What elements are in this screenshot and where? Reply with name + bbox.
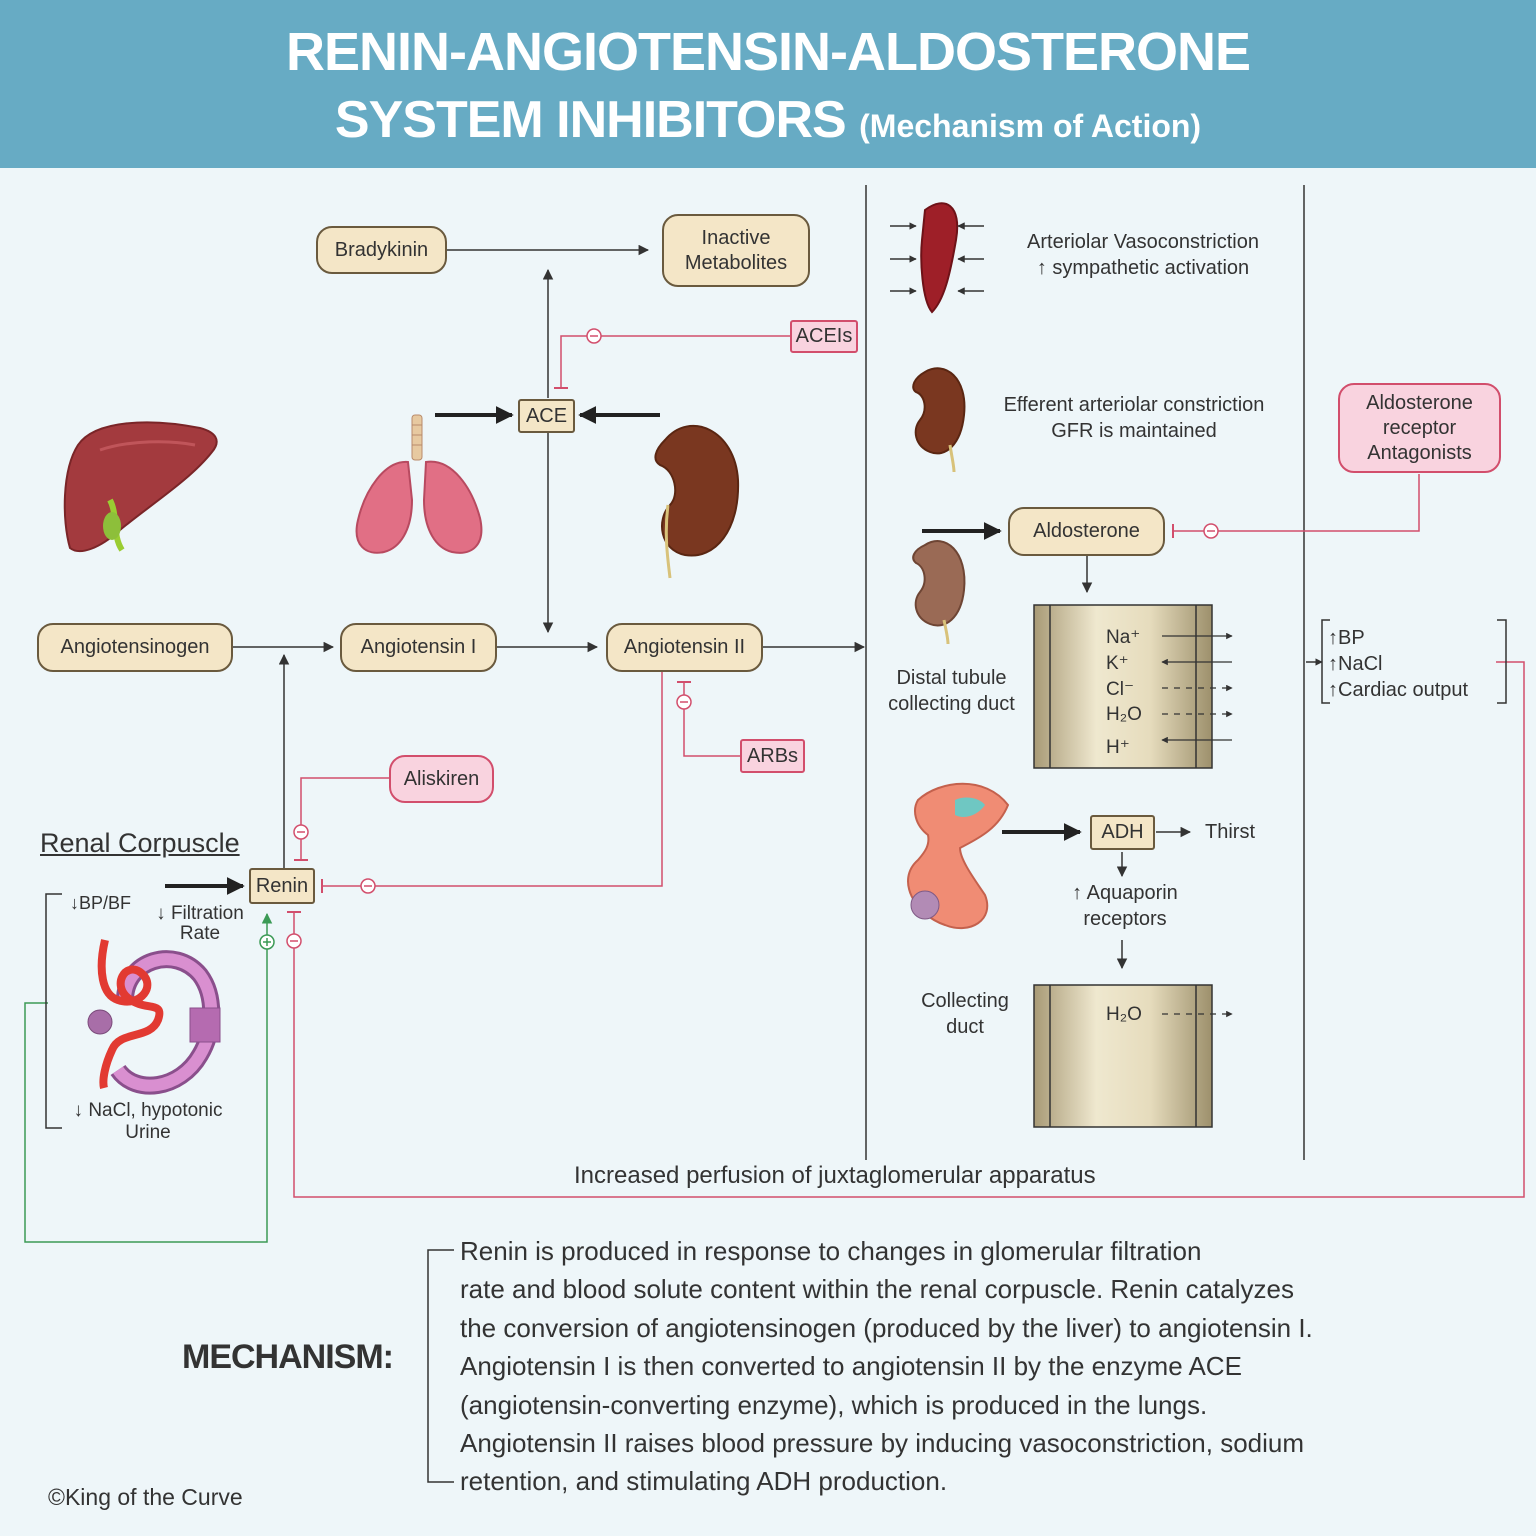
lungs-illustration <box>355 414 483 554</box>
aceis-label: ACEIs <box>795 325 853 347</box>
outcome-bp: ↑BP <box>1328 627 1365 649</box>
ion-water: H₂O <box>1106 704 1142 725</box>
ion-chloride: Cl⁻ <box>1106 679 1134 700</box>
vasoconstriction-line-1: Arteriolar Vasoconstriction <box>1027 231 1259 253</box>
kidney-illustration-aldosterone <box>912 540 966 645</box>
thirst-label: Thirst <box>1205 821 1255 843</box>
renin-box: Renin <box>249 868 315 904</box>
ace-label: ACE <box>525 404 568 427</box>
antagonist-line-2: receptor <box>1382 416 1457 439</box>
outcome-nacl: ↑NaCl <box>1328 653 1383 675</box>
title-main: SYSTEM INHIBITORS <box>334 91 847 149</box>
kidney-illustration-ace <box>654 424 740 579</box>
mechanism-line-3: the conversion of angiotensinogen (produ… <box>460 1312 1313 1343</box>
efferent-line-1: Efferent arteriolar constriction <box>1003 394 1265 416</box>
distal-tubule-label: Distal tubule collecting duct <box>874 665 1029 717</box>
aceis-box: ACEIs <box>790 320 858 353</box>
adh-label: ADH <box>1101 821 1144 843</box>
ion-hydrogen: H⁺ <box>1106 737 1130 758</box>
arbs-label: ARBs <box>746 744 799 767</box>
angiotensinogen-label: Angiotensinogen <box>60 636 210 658</box>
mechanism-text: Renin is produced in response to changes… <box>460 1232 1460 1501</box>
ion-sodium: Na⁺ <box>1106 627 1141 648</box>
liver-illustration <box>63 421 218 553</box>
mechanism-line-1: Renin is produced in response to changes… <box>460 1236 1202 1266</box>
angiotensin-1-label: Angiotensin I <box>360 636 477 658</box>
angiotensin-1-box: Angiotensin I <box>340 623 497 672</box>
metabolites-label: Metabolites <box>684 251 788 274</box>
outcome-list: ↑BP ↑NaCl ↑Cardiac output <box>1328 625 1468 703</box>
collecting-duct-label: Collecting duct <box>900 988 1030 1040</box>
angiotensinogen-box: Angiotensinogen <box>37 623 233 672</box>
mechanism-line-7: retention, and stimulating ADH productio… <box>460 1466 948 1497</box>
mechanism-line-6: Angiotensin II raises blood pressure by … <box>460 1428 1305 1459</box>
kidney-illustration-efferent <box>912 367 966 473</box>
header-banner: RENIN-ANGIOTENSIN-ALDOSTERONE SYSTEM INH… <box>0 0 1536 168</box>
aldosterone-box: Aldosterone <box>1008 507 1165 556</box>
renin-label: Renin <box>255 874 309 897</box>
ace-box: ACE <box>518 399 575 433</box>
bradykinin-label: Bradykinin <box>334 238 429 261</box>
collecting-line-2: duct <box>946 1016 984 1038</box>
mechanism-title: MECHANISM: <box>182 1338 394 1376</box>
bradykinin-box: Bradykinin <box>316 226 447 274</box>
aliskiren-label: Aliskiren <box>403 767 480 790</box>
filtration-label: ↓ Filtration <box>156 903 244 924</box>
aldosterone-antagonists-box: Aldosterone receptor Antagonists <box>1338 383 1501 473</box>
ion-potassium: K⁺ <box>1106 653 1129 674</box>
vasoconstriction-line-2: ↑ sympathetic activation <box>1036 257 1250 279</box>
aliskiren-box: Aliskiren <box>389 755 494 803</box>
antagonist-line-3: Antagonists <box>1367 441 1472 464</box>
angiotensin-2-label: Angiotensin II <box>623 636 746 658</box>
aquaporin-line-1: ↑ Aquaporin <box>1072 882 1178 904</box>
vasoconstriction-label: Arteriolar Vasoconstriction ↑ sympatheti… <box>1008 229 1278 281</box>
renal-corpuscle-illustration <box>87 939 221 1095</box>
mechanism-line-2: rate and blood solute content within the… <box>460 1274 1294 1305</box>
rate-label: Rate <box>179 923 221 944</box>
arbs-box: ARBs <box>740 739 805 773</box>
mechanism-line-4: Angiotensin I is then converted to angio… <box>460 1351 1242 1382</box>
collecting-water-label: H₂O <box>1106 1004 1142 1025</box>
efferent-label: Efferent arteriolar constriction GFR is … <box>990 392 1278 444</box>
perfusion-label: Increased perfusion of juxtaglomerular a… <box>574 1162 1096 1189</box>
urine-label: Urine <box>125 1122 171 1143</box>
title-line-2: SYSTEM INHIBITORS (Mechanism of Action) <box>0 90 1536 156</box>
antagonist-line-1: Aldosterone <box>1366 391 1473 414</box>
nacl-hypotonic-label: ↓ NaCl, hypotonic <box>73 1100 223 1121</box>
adh-box: ADH <box>1090 815 1155 850</box>
renal-corpuscle-title: Renal Corpuscle <box>40 828 240 858</box>
aquaporin-label: ↑ Aquaporin receptors <box>1040 880 1210 932</box>
aquaporin-line-2: receptors <box>1083 908 1167 930</box>
filtration-rate-label: ↓ Filtration Rate <box>140 904 260 944</box>
title-line-1: RENIN-ANGIOTENSIN-ALDOSTERONE <box>285 22 1251 82</box>
distal-tubule-line-2: collecting duct <box>888 693 1015 715</box>
inactive-metabolites-box: Inactive Metabolites <box>662 214 810 287</box>
inactive-label: Inactive <box>701 226 771 249</box>
nacl-urine-label: ↓ NaCl, hypotonic Urine <box>48 1100 248 1144</box>
collecting-line-1: Collecting <box>921 990 1009 1012</box>
mechanism-line-5: (angiotensin-converting enzyme), which i… <box>460 1389 1208 1420</box>
aldosterone-label: Aldosterone <box>1033 520 1140 542</box>
bp-bf-label: ↓BP/BF <box>70 893 132 913</box>
distal-tubule-line-1: Distal tubule <box>896 667 1007 689</box>
efferent-line-2: GFR is maintained <box>1051 420 1217 442</box>
copyright-label: ©King of the Curve <box>48 1484 243 1510</box>
pituitary-illustration <box>907 782 1010 930</box>
title-subtitle: (Mechanism of Action) <box>859 108 1202 144</box>
vessel-illustration <box>890 202 984 314</box>
angiotensin-2-box: Angiotensin II <box>606 623 763 672</box>
outcome-cardiac-output: ↑Cardiac output <box>1328 679 1469 701</box>
